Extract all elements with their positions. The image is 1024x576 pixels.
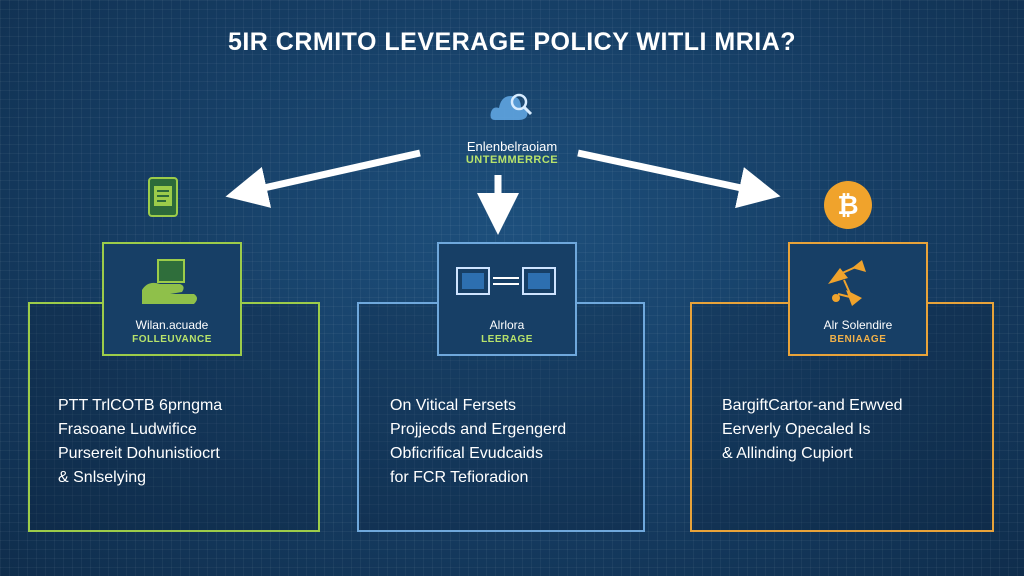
column-1-description: PTT TrlCOTB 6prngma Frasoane Ludwifice P… [58,394,222,490]
description-line: BargiftCartor-and Erwved [722,397,903,414]
diagram-title: 5IR CRMITO LEVERAGE POLICY WITLI MRIA? [227,28,797,56]
description-line: & Snlselying [58,469,147,486]
description-line: & Allinding Cupiort [722,445,853,462]
description-line: PTT TrlCOTB 6prngma [58,397,223,414]
column-2-sublabel: LEERAGE [481,334,533,345]
cloud-magnifier-icon [490,93,533,120]
column-3-header-box: Alr Solendire BENIAAGE [788,242,928,356]
column-3-description: BargiftCartor-and Erwved Eerverly Opecal… [722,394,903,466]
top-node: Enlenbelraoiam UNTEMMERRCE [412,88,612,166]
arrow-right [577,149,781,209]
description-line: Eerverly Opecaled Is [722,421,871,438]
description-line: Pursereit Dohunistiocrt [58,445,220,462]
linked-screens-icon [456,267,556,295]
description-line: On Vitical Fersets [390,397,516,414]
top-node-label: Enlenbelraoiam [466,139,558,154]
column-1-label: Wilan.acuade [135,318,209,332]
bitcoin-glyph: ₿ [837,191,858,221]
description-line: for FCR Tefioradion [390,469,529,486]
column-2-label: Alrlora [489,318,525,332]
network-nodes-icon [828,260,866,306]
document-stack-icon [148,177,178,217]
description-line: Frasoane Ludwifice [58,421,197,438]
bitcoin-icon: ₿ [824,181,872,229]
description-line: Projjecds and Ergengerd [390,421,567,438]
arrow-left [225,149,421,208]
column-2-header-box: Alrlora LEERAGE [437,242,577,356]
column-3-sublabel: BENIAAGE [829,334,887,345]
top-node-sublabel: UNTEMMERRCE [465,154,559,166]
column-1-sublabel: FOLLEUVANCE [132,334,212,345]
column-1-header-box: Wilan.acuade FOLLEUVANCE [102,242,242,356]
description-line: Obficrifical Evudcaids [390,445,543,462]
column-3-label: Alr Solendire [823,318,893,332]
column-2-description: On Vitical Fersets Projjecds and Ergenge… [390,394,566,490]
hand-card-icon [142,259,197,304]
